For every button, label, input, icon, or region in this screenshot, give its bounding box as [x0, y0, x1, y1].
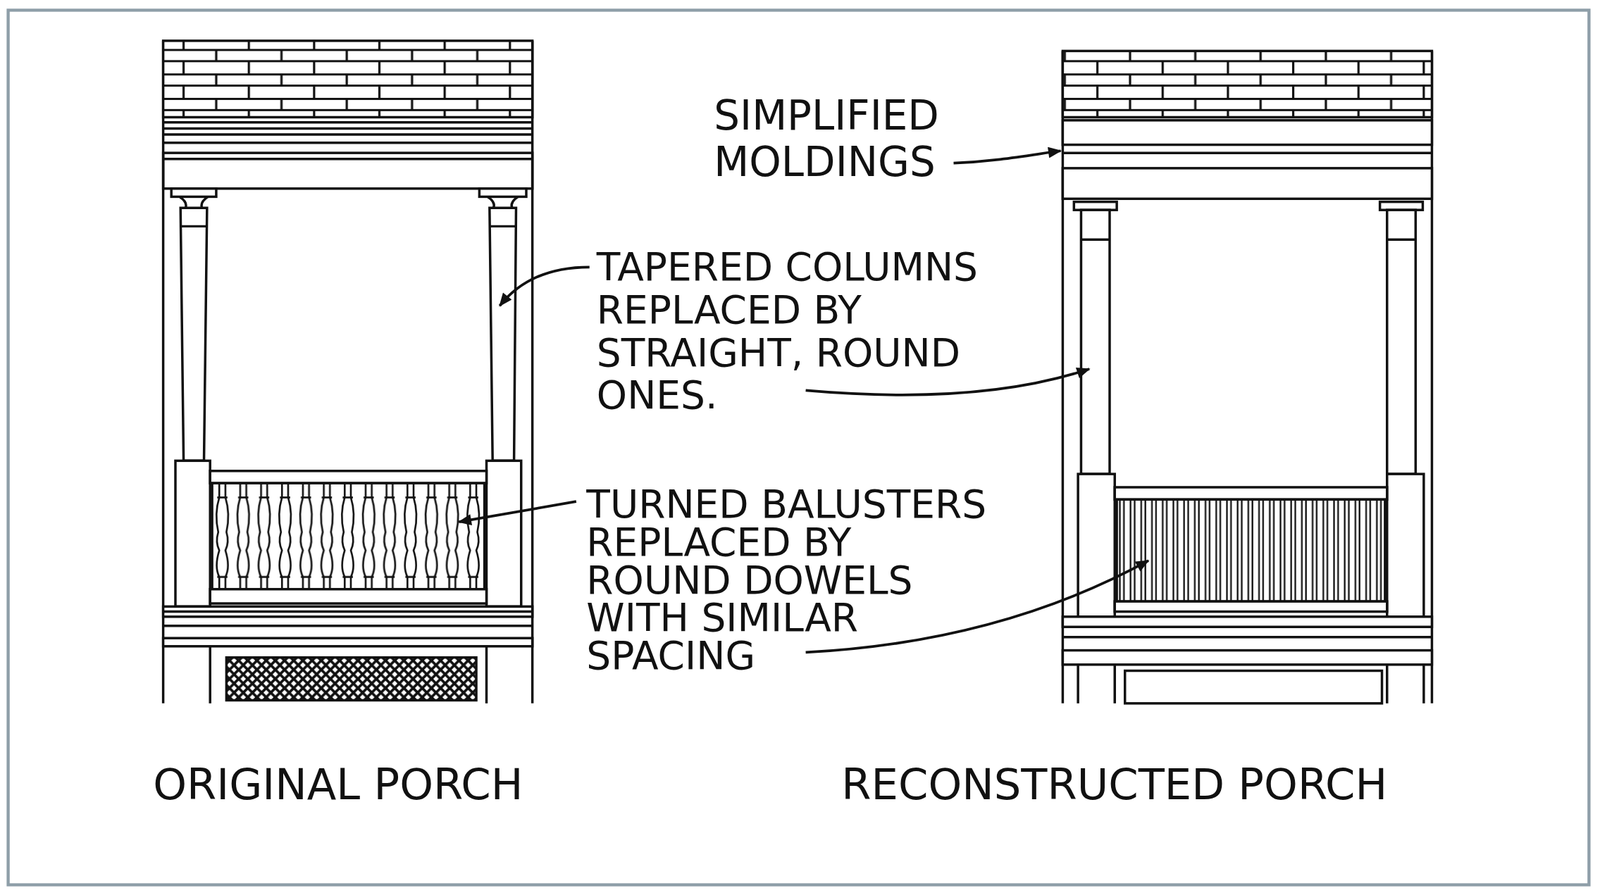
porch-caption: RECONSTRUCTED PORCH — [841, 760, 1388, 810]
callout-note: SIMPLIFIED MOLDINGS — [713, 91, 945, 186]
callout-note: TAPERED COLUMNS REPLACED BY STRAIGHT, RO… — [596, 245, 984, 418]
porch-caption: ORIGINAL PORCH — [152, 760, 523, 810]
callout-note: TURNED BALUSTERS REPLACED BY ROUND DOWEL… — [586, 486, 992, 676]
